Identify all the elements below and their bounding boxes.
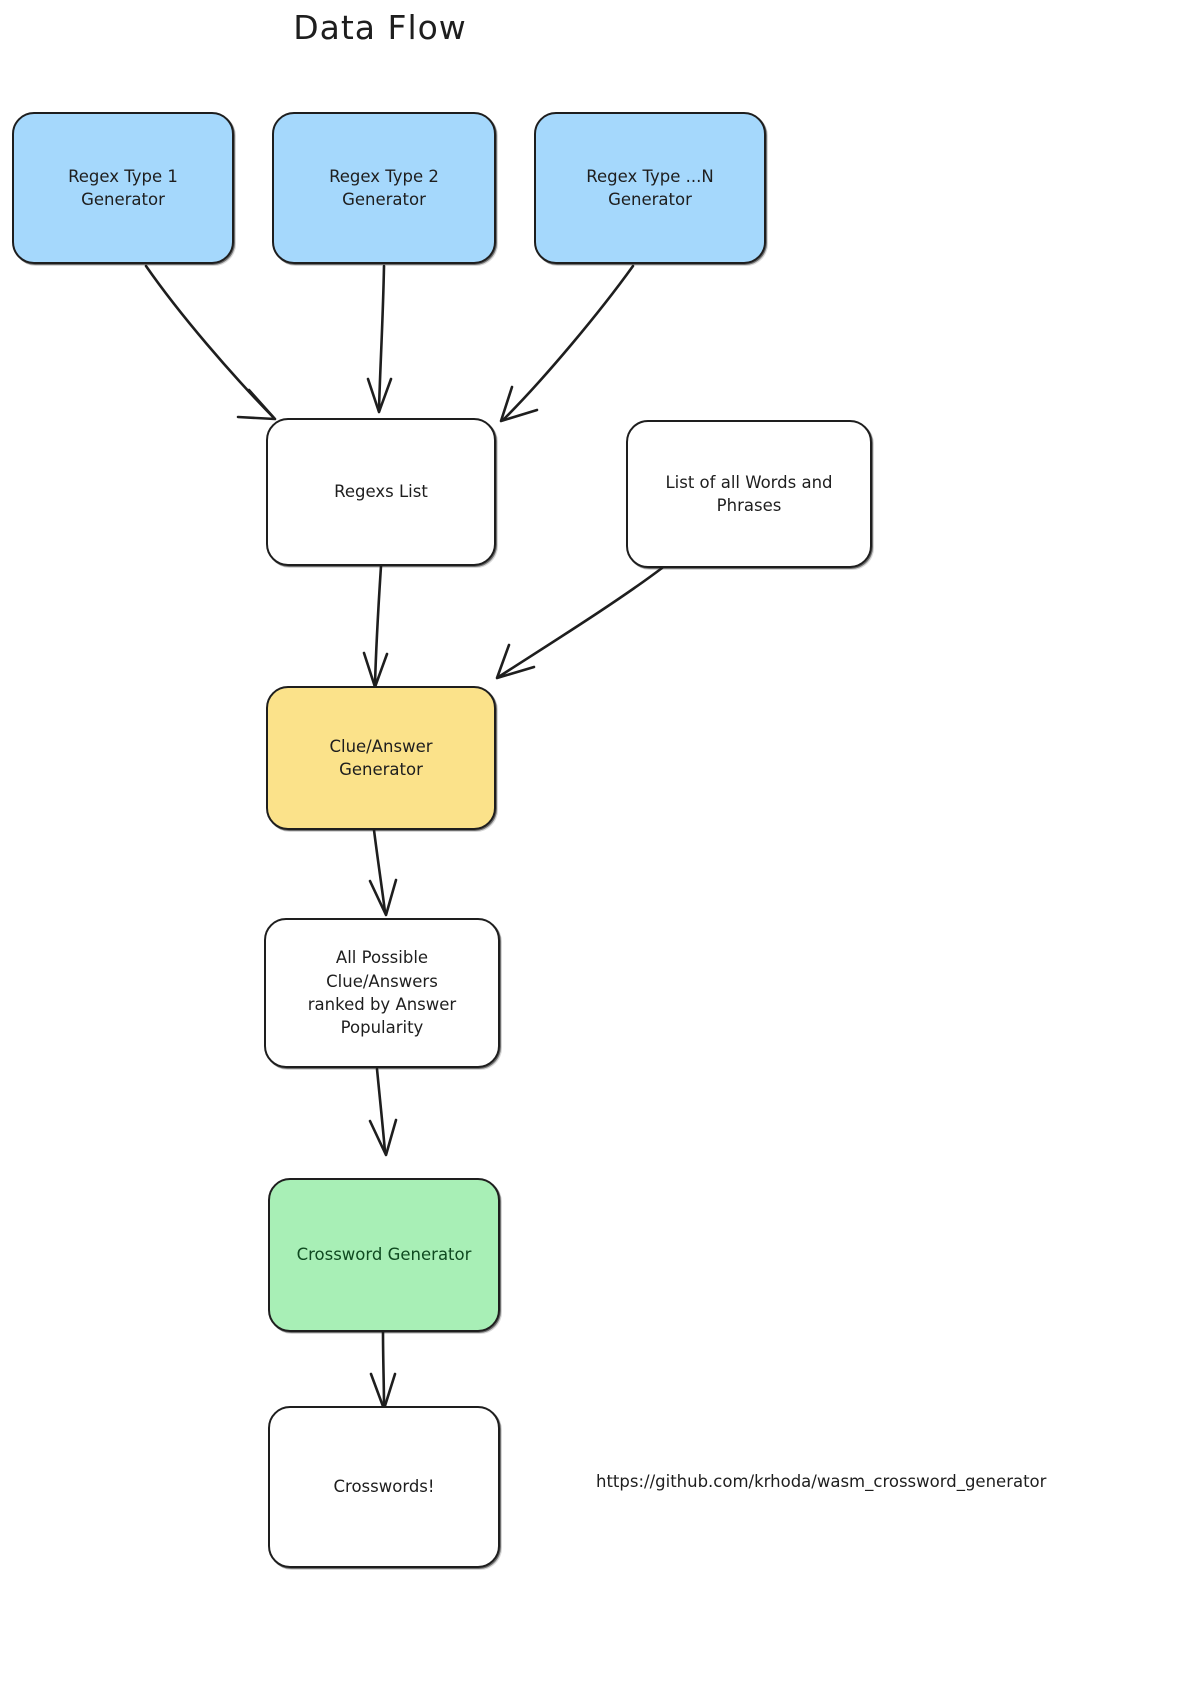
node-label: Crosswords! bbox=[333, 1477, 435, 1497]
node-regexs-list[interactable]: Regexs List bbox=[266, 418, 496, 566]
node-clue-answer-generator[interactable]: Clue/Answer Generator bbox=[266, 686, 496, 830]
edge-regex1-to-regexlist bbox=[144, 264, 277, 421]
node-regex-type-2-generator[interactable]: Regex Type 2 Generator bbox=[272, 112, 496, 264]
edge-cluegen-to-allclues bbox=[368, 828, 398, 917]
node-crossword-generator[interactable]: Crossword Generator bbox=[268, 1178, 500, 1332]
node-label: Regex Type ...N Generator bbox=[586, 166, 714, 209]
edge-cwgen-to-crosswords bbox=[369, 1330, 397, 1411]
edge-allclues-to-cwgen bbox=[368, 1067, 398, 1157]
node-label: Regex Type 1 Generator bbox=[68, 166, 178, 209]
node-label: Clue/Answer Generator bbox=[329, 736, 433, 779]
node-label: Regexs List bbox=[334, 482, 428, 502]
edge-regexlist-to-cluegen bbox=[362, 564, 389, 689]
edge-regex2-to-regexlist bbox=[366, 264, 393, 414]
node-regex-type-1-generator[interactable]: Regex Type 1 Generator bbox=[12, 112, 234, 264]
node-label: Crossword Generator bbox=[296, 1245, 472, 1265]
node-crosswords[interactable]: Crosswords! bbox=[268, 1406, 500, 1568]
node-list-of-all-words-and-phrases[interactable]: List of all Words and Phrases bbox=[626, 420, 872, 568]
edge-regexn-to-regexlist bbox=[499, 264, 635, 423]
footer-url[interactable]: https://github.com/krhoda/wasm_crossword… bbox=[596, 1472, 1047, 1491]
edge-wordlist-to-cluegen bbox=[495, 566, 664, 680]
node-label: Regex Type 2 Generator bbox=[329, 166, 439, 209]
node-label: List of all Words and Phrases bbox=[665, 472, 833, 515]
node-regex-type-n-generator[interactable]: Regex Type ...N Generator bbox=[534, 112, 766, 264]
node-all-possible-clue-answers[interactable]: All Possible Clue/Answers ranked by Answ… bbox=[264, 918, 500, 1068]
page-title: Data Flow bbox=[293, 8, 467, 47]
node-label: All Possible Clue/Answers ranked by Answ… bbox=[307, 948, 457, 1038]
